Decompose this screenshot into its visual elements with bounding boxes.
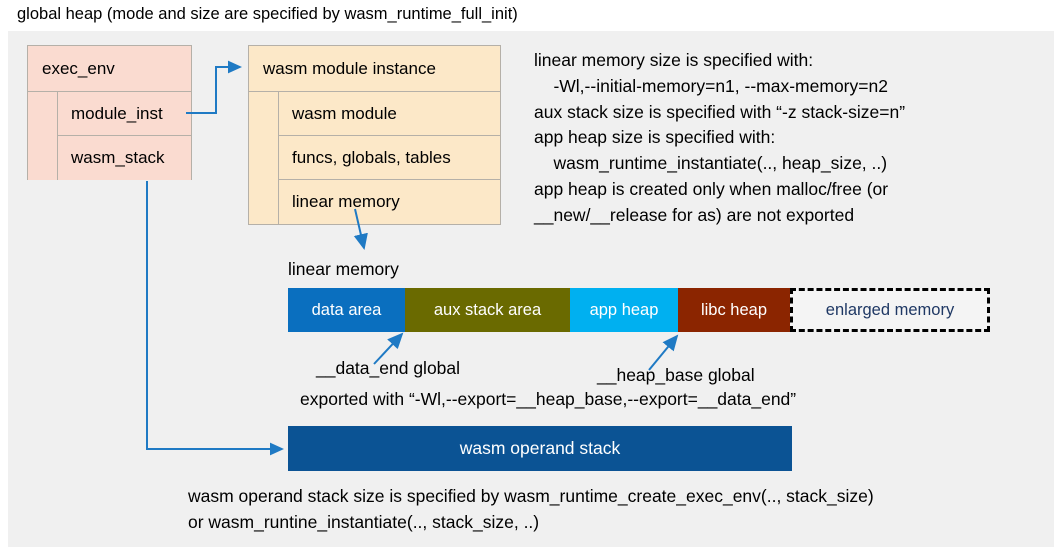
exec-env-box: exec_env module_inst wasm_stack: [27, 45, 192, 180]
data-end-annotation: __data_end global: [316, 358, 461, 378]
exported-symbols-annotation: exported with “-Wl,--export=__heap_base,…: [300, 389, 797, 409]
wmi-field-funcs-globals-tables: funcs, globals, tables: [279, 136, 500, 180]
memory-segment-data-area: data area: [288, 288, 405, 332]
exec-env-fields: module_inst wasm_stack: [28, 92, 191, 180]
linear-memory-note: linear memory size is specified with: -W…: [534, 50, 906, 225]
page-title: global heap (mode and size are specified…: [17, 5, 518, 23]
wmi-field-linear-memory: linear memory: [279, 180, 500, 224]
wasm-module-instance-gutter: [249, 92, 279, 224]
memory-segment-label: libc heap: [700, 300, 768, 319]
operand-stack-note: wasm operand stack size is specified by …: [188, 486, 874, 532]
memory-segment-aux-stack-area: aux stack area: [405, 288, 570, 332]
wasm-operand-stack-label: wasm operand stack: [459, 438, 621, 458]
memory-segment-label: app heap: [589, 300, 659, 319]
wasm-operand-stack-bar: wasm operand stack: [288, 426, 792, 471]
memory-segment-app-heap: app heap: [570, 288, 678, 332]
heap-base-annotation: __heap_base global: [597, 365, 755, 385]
memory-segment-label: aux stack area: [433, 300, 542, 319]
exec-env-header: exec_env: [28, 46, 191, 92]
memory-segment-label: enlarged memory: [825, 300, 955, 319]
memory-segment-enlarged-memory: enlarged memory: [790, 288, 990, 332]
wasm-module-instance-header: wasm module instance: [249, 46, 500, 92]
exec-env-field-wasm-stack: wasm_stack: [58, 136, 191, 180]
exec-env-gutter: [28, 92, 58, 180]
wmi-field-wasm-module: wasm module: [279, 92, 500, 136]
wasm-module-instance-fields: wasm module funcs, globals, tables linea…: [249, 92, 500, 224]
linear-memory-bar: data area aux stack area app heap libc heap…: [288, 288, 990, 332]
memory-segment-label: data area: [311, 300, 382, 319]
exec-env-field-module-inst: module_inst: [58, 92, 191, 136]
wasm-module-instance-box: wasm module instance wasm module funcs, …: [248, 45, 501, 225]
linear-memory-label: linear memory: [288, 259, 399, 279]
memory-segment-libc-heap: libc heap: [678, 288, 790, 332]
